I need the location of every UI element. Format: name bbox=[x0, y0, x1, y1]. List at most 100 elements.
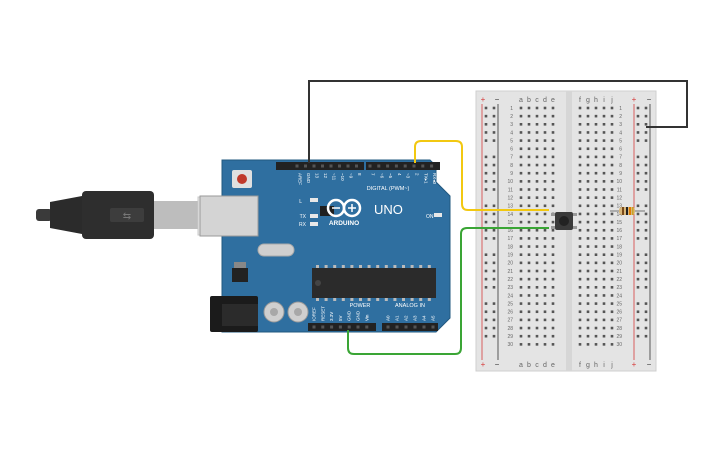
header-pin[interactable] bbox=[304, 164, 307, 168]
row-number: 7 bbox=[510, 155, 513, 161]
column-letter: j bbox=[610, 97, 613, 104]
power-pin-label: IOREF bbox=[312, 307, 317, 321]
rail-sign: + bbox=[632, 95, 637, 104]
power-wire-5v[interactable] bbox=[347, 227, 549, 355]
analog-header bbox=[382, 323, 438, 331]
header-pin[interactable] bbox=[338, 164, 341, 168]
row-number: 16 bbox=[507, 228, 513, 234]
column-letter: h bbox=[594, 362, 598, 369]
rail-sign: − bbox=[495, 95, 500, 104]
analog-pin-label: A5 bbox=[431, 315, 436, 321]
resistor[interactable] bbox=[610, 207, 645, 215]
row-number: 23 bbox=[616, 285, 622, 291]
digital-header-left bbox=[276, 162, 364, 170]
row-number: 5 bbox=[619, 138, 622, 144]
header-pin[interactable] bbox=[356, 325, 360, 329]
row-number: 30 bbox=[507, 342, 513, 348]
led-tx-label: TX bbox=[300, 214, 307, 220]
power-header bbox=[308, 323, 376, 331]
rail-sign: − bbox=[647, 360, 652, 369]
digital-pin-label: TX▸1 bbox=[423, 173, 428, 184]
row-number: 12 bbox=[616, 195, 622, 201]
header-pin[interactable] bbox=[295, 164, 299, 168]
row-number: 2 bbox=[619, 114, 622, 120]
row-number: 24 bbox=[507, 293, 513, 299]
header-pin[interactable] bbox=[430, 164, 434, 168]
header-pin[interactable] bbox=[413, 325, 417, 329]
header-pin[interactable] bbox=[421, 164, 425, 168]
digital-pin-label: ~3 bbox=[406, 173, 411, 179]
header-pin[interactable] bbox=[330, 325, 334, 329]
analog-pin-label: A2 bbox=[404, 315, 409, 321]
header-pin[interactable] bbox=[365, 325, 369, 329]
digital-pwm-label: DIGITAL (PWM~) bbox=[367, 186, 410, 192]
row-number: 26 bbox=[616, 310, 622, 316]
header-pin[interactable] bbox=[386, 325, 390, 329]
digital-pin-label: ~10 bbox=[340, 173, 345, 181]
header-pin[interactable] bbox=[431, 325, 435, 329]
usb-chip bbox=[320, 206, 334, 216]
digital-header-right bbox=[366, 162, 440, 170]
row-number: 18 bbox=[507, 244, 513, 250]
header-pin[interactable] bbox=[395, 325, 399, 329]
row-number: 11 bbox=[508, 187, 513, 193]
header-pin[interactable] bbox=[312, 325, 316, 329]
row-number: 7 bbox=[619, 155, 622, 161]
header-pin[interactable] bbox=[347, 325, 351, 329]
digital-pin-label: 13 bbox=[315, 173, 320, 179]
led-on-label: ON bbox=[426, 214, 434, 220]
row-number: 1 bbox=[510, 106, 513, 112]
header-pin[interactable] bbox=[321, 164, 324, 168]
digital-pin-label: ~9 bbox=[349, 173, 354, 179]
analog-in-label: ANALOG IN bbox=[395, 303, 425, 309]
power-pin-label: 5V bbox=[338, 315, 343, 321]
signal-wire-pin2[interactable] bbox=[414, 140, 549, 211]
header-pin[interactable] bbox=[346, 164, 350, 168]
row-number: 3 bbox=[619, 122, 622, 128]
header-pin[interactable] bbox=[321, 325, 325, 329]
header-pin[interactable] bbox=[338, 325, 342, 329]
row-number: 22 bbox=[616, 277, 622, 283]
rail-sign: + bbox=[481, 95, 486, 104]
column-letter: b bbox=[527, 97, 531, 104]
voltage-regulator bbox=[232, 268, 248, 282]
row-number: 29 bbox=[616, 334, 622, 340]
ground-wire[interactable] bbox=[308, 80, 688, 163]
column-letter: i bbox=[603, 362, 605, 369]
header-pin[interactable] bbox=[312, 164, 316, 168]
row-number: 6 bbox=[619, 147, 622, 153]
power-pin-label: GND bbox=[347, 310, 352, 321]
pushbutton[interactable] bbox=[551, 212, 577, 230]
header-pin[interactable] bbox=[377, 164, 381, 168]
column-letter: f bbox=[579, 362, 581, 369]
header-pin[interactable] bbox=[404, 325, 408, 329]
column-letter: b bbox=[527, 362, 531, 369]
header-pin[interactable] bbox=[386, 164, 390, 168]
header-pin[interactable] bbox=[368, 164, 372, 168]
row-number: 23 bbox=[507, 285, 513, 291]
header-pin[interactable] bbox=[329, 164, 333, 168]
column-letter: a bbox=[519, 362, 523, 369]
header-pin[interactable] bbox=[403, 164, 407, 168]
digital-pin-label: 2 bbox=[415, 173, 420, 176]
row-number: 29 bbox=[507, 334, 513, 340]
header-pin[interactable] bbox=[412, 164, 416, 168]
row-number: 4 bbox=[510, 130, 513, 136]
row-number: 15 bbox=[616, 220, 622, 226]
power-pin-label: GND bbox=[356, 310, 361, 321]
rail-sign: + bbox=[481, 360, 486, 369]
row-number: 20 bbox=[616, 261, 622, 267]
header-pin[interactable] bbox=[355, 164, 358, 168]
row-number: 27 bbox=[507, 318, 513, 324]
digital-pin-label: 4 bbox=[397, 173, 402, 176]
row-number: 13 bbox=[616, 204, 622, 210]
row-number: 11 bbox=[617, 187, 622, 193]
row-number: 15 bbox=[507, 220, 513, 226]
crystal bbox=[257, 243, 295, 257]
row-number: 9 bbox=[619, 171, 622, 177]
header-pin[interactable] bbox=[422, 325, 426, 329]
header-pin[interactable] bbox=[394, 164, 398, 168]
column-letter: a bbox=[519, 97, 523, 104]
